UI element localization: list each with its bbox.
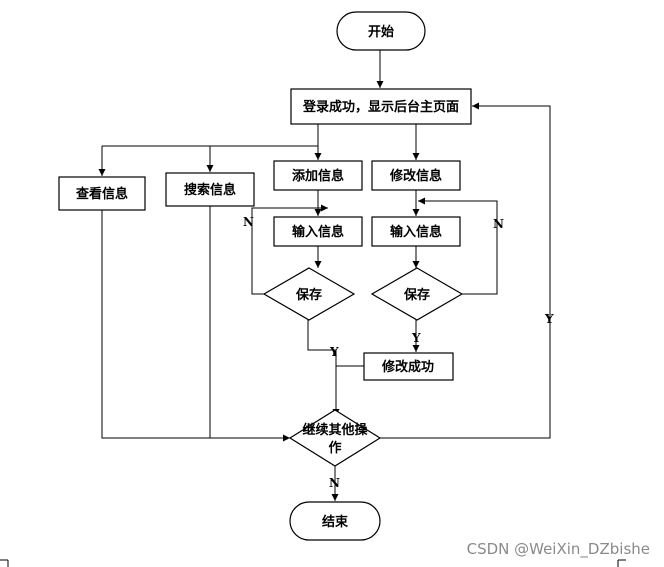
continue-label-line1: 继续其他操 bbox=[302, 422, 367, 438]
edge-add-save-yes bbox=[307, 320, 340, 416]
edge-view-continue bbox=[101, 210, 290, 442]
modify-input-info-node: 输入信息 bbox=[371, 216, 461, 247]
edge-main-distribution bbox=[102, 124, 319, 147]
end-label: 结束 bbox=[322, 514, 349, 530]
modify-info-label: 修改信息 bbox=[389, 168, 442, 184]
modify-save-label: 保存 bbox=[403, 287, 430, 303]
corner-mark-right bbox=[617, 559, 626, 567]
main-page-node: 登录成功，显示后台主页面 bbox=[290, 88, 472, 125]
start-label: 开始 bbox=[368, 24, 394, 40]
add-input-info-label: 输入信息 bbox=[292, 224, 344, 240]
view-info-node: 查看信息 bbox=[58, 176, 146, 211]
add-info-label: 添加信息 bbox=[292, 168, 344, 184]
watermark-text: CSDN @WeiXin_DZbishe bbox=[467, 540, 650, 559]
continue-yes-label: Y bbox=[544, 312, 554, 326]
edge-modify-save-no-loop bbox=[418, 197, 498, 295]
corner-mark-left bbox=[0, 559, 9, 567]
modify-input-info-label: 输入信息 bbox=[390, 224, 442, 240]
add-input-info-node: 输入信息 bbox=[273, 216, 363, 247]
view-info-label: 查看信息 bbox=[75, 186, 128, 202]
add-info-node: 添加信息 bbox=[273, 160, 363, 191]
modify-yes-label: Y bbox=[411, 331, 421, 345]
modify-no-label: N bbox=[493, 217, 504, 231]
add-save-label: 保存 bbox=[295, 287, 322, 303]
modify-success-node: 修改成功 bbox=[363, 352, 454, 381]
start-node: 开始 bbox=[336, 11, 426, 51]
main-page-label: 登录成功，显示后台主页面 bbox=[302, 99, 459, 115]
end-node: 结束 bbox=[289, 501, 381, 541]
edge-add-save-no-loop bbox=[251, 204, 328, 295]
continue-no-label: N bbox=[329, 476, 340, 490]
connectors bbox=[98, 50, 551, 501]
edge-continue-yes bbox=[380, 102, 551, 439]
modify-success-label: 修改成功 bbox=[381, 359, 434, 375]
modify-save-decision: 保存 bbox=[370, 267, 464, 321]
modify-info-node: 修改信息 bbox=[371, 160, 461, 191]
add-yes-label: Y bbox=[329, 345, 339, 359]
search-info-label: 搜索信息 bbox=[184, 182, 236, 198]
search-info-node: 搜索信息 bbox=[165, 172, 255, 207]
add-no-label: N bbox=[243, 215, 254, 229]
continue-decision: 继续其他操 作 bbox=[288, 409, 382, 467]
continue-label-line2: 作 bbox=[328, 440, 341, 456]
add-save-decision: 保存 bbox=[262, 267, 356, 321]
